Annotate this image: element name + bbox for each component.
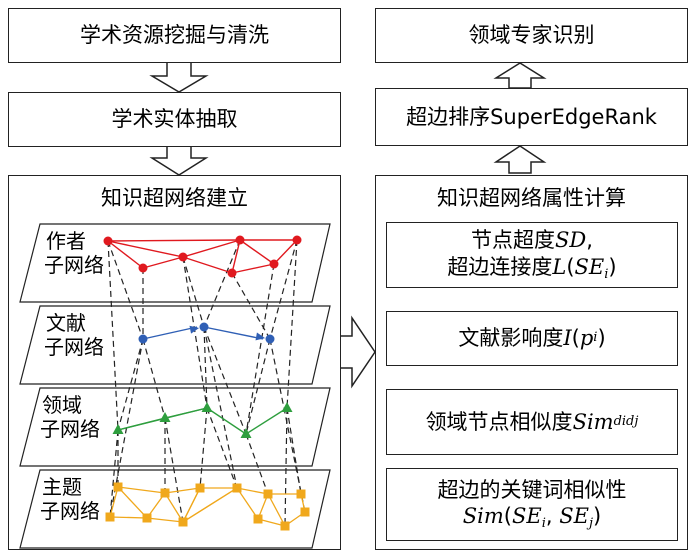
topic-edge [117,486,166,494]
metric-node-hyperdegree: 节点超度SD, 超边连接度L(SEi) [386,222,678,288]
author-edge [182,239,241,258]
domain-edge [245,407,288,435]
topic-edge [164,492,184,523]
document-node [199,322,209,332]
topic-node [253,514,263,524]
panel-title-left: 知识超网络建立 [101,186,248,210]
interlayer-link [269,239,298,340]
interlayer-link [142,338,166,419]
interlayer-link [245,433,269,495]
interlayer-link [203,326,247,435]
interlayer-link [182,256,205,328]
interlayer-link [109,429,119,518]
topic-edge [109,516,148,519]
network-graph [103,235,310,531]
topic-edge [182,487,238,523]
author-node [292,235,302,245]
topic-edge [117,486,148,519]
author-plane [19,223,331,303]
document-node [265,334,275,344]
panel-title-right: 知识超网络属性计算 [437,186,626,210]
topic-node [300,507,310,517]
topic-node [160,488,170,498]
up-arrow-2 [493,145,547,174]
topic-edge [236,487,259,520]
topic-node [142,513,152,523]
author-node [178,252,188,262]
interlayer-link [107,240,119,431]
domain-edge [206,407,247,435]
down-arrow-1 [149,61,209,93]
topic-node [232,483,242,493]
topic-edge [236,487,269,495]
interlayer-link [164,417,184,523]
author-node [138,263,148,273]
domain-node [159,412,171,422]
interlayer-link [203,239,241,328]
interlayer-link [206,407,238,489]
author-node [227,268,237,278]
topic-edge [164,487,201,494]
document-subnetwork-label: 文献子网络 [44,311,104,359]
interlayer-link [245,338,271,435]
domain-subnetwork-label: 领域子网络 [40,393,100,441]
author-node [103,236,113,246]
interlayer-link [199,407,208,489]
document-edge-arrowhead [255,332,266,341]
author-node [235,235,245,245]
topic-edge [182,487,201,523]
author-edge [273,239,298,265]
up-arrow-1 [493,62,547,89]
topic-node [195,483,205,493]
author-edge [231,263,275,274]
interlayer-link [203,326,238,489]
interlayer-link [203,326,208,409]
author-edge [107,240,144,269]
document-node [138,334,148,344]
author-edge [107,239,241,242]
author-node [269,259,279,269]
document-edge [142,326,198,340]
interlayer-link [182,256,208,409]
author-edge [231,239,241,274]
author-subnetwork-label: 作者子网络 [44,229,104,277]
topic-node [296,489,306,499]
domain-expert-identification: 领域专家识别 [375,8,688,63]
interlayer-link [245,263,275,435]
interlayer-link [117,338,144,431]
interlayer-link [107,240,144,340]
topic-node [263,489,273,499]
topic-edge [109,486,119,518]
topic-node [280,521,290,531]
document-plane [19,305,331,385]
author-edge [182,256,233,274]
right-arrow [339,315,376,389]
down-arrow-2 [149,144,209,176]
author-edge [239,239,275,265]
document-edge-arrowhead [189,325,200,334]
topic-edge [146,517,184,523]
topic-node [113,482,123,492]
step-entity-extraction: 学术实体抽取 [8,92,341,147]
topic-subnetwork-label: 主题子网络 [40,475,100,523]
domain-node [281,402,293,412]
topic-node [178,517,188,527]
superedge-rank: 超边排序SuperEdgeRank [375,88,688,146]
document-edge [203,326,264,340]
step-resource-mining: 学术资源挖掘与清洗 [8,8,341,63]
domain-node [240,428,252,438]
domain-node [112,424,124,434]
interlayer-link [286,239,298,409]
metric-keyword-similarity: 超边的关键词相似性 Sim(SEi, SEj) [386,468,678,541]
author-edge [107,240,184,258]
domain-node [201,402,213,412]
topic-node [105,512,115,522]
author-edge [142,256,184,269]
topic-edge [267,493,286,527]
